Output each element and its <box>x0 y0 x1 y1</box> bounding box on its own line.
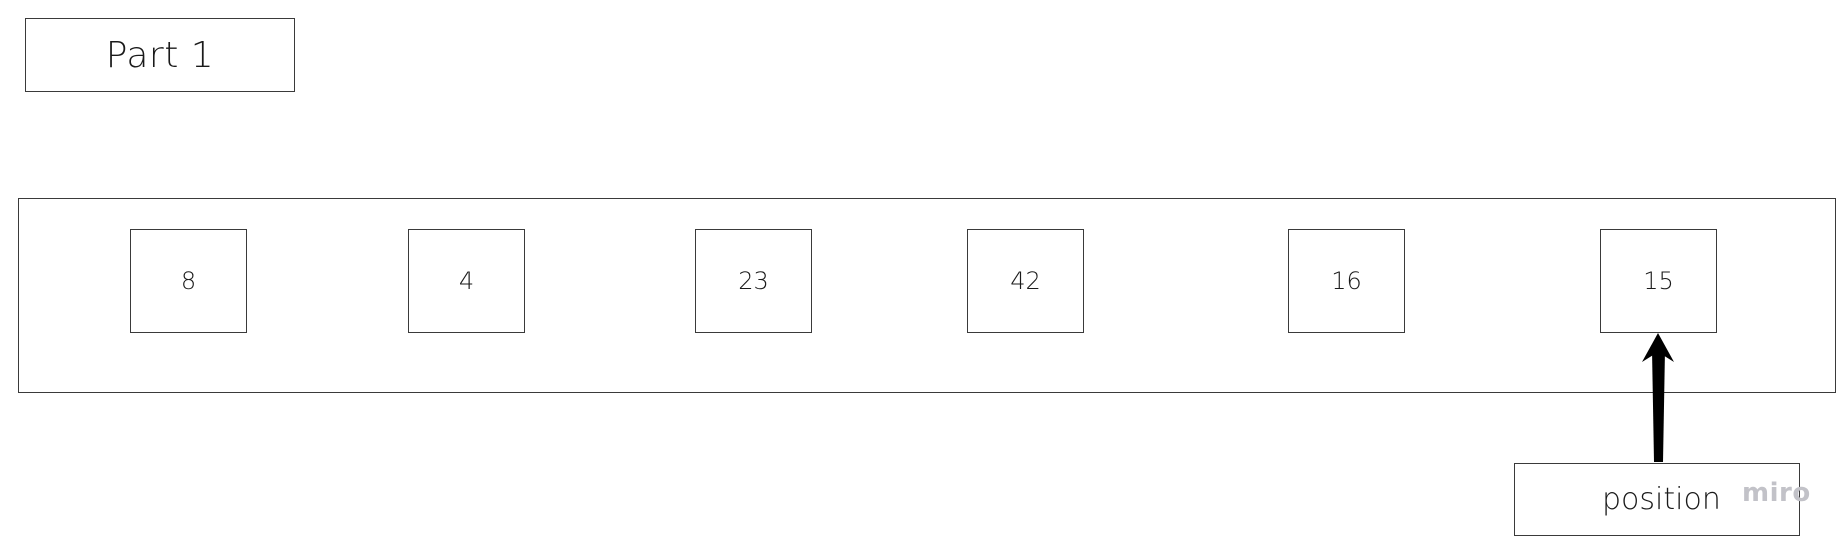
array-cell-value: 16 <box>1331 267 1362 295</box>
array-cell-value: 42 <box>1010 267 1041 295</box>
array-cell-value: 8 <box>180 267 197 295</box>
part-title: Part 1 <box>105 34 215 76</box>
array-container <box>18 198 1836 393</box>
array-cell-3: 42 <box>967 229 1084 333</box>
array-cell-0: 8 <box>130 229 247 333</box>
array-cell-2: 23 <box>695 229 812 333</box>
array-cell-value: 4 <box>458 267 475 295</box>
position-pointer-box: position <box>1514 463 1800 536</box>
array-cell-value: 15 <box>1643 267 1674 295</box>
array-cell-4: 16 <box>1288 229 1405 333</box>
array-cell-5: 15 <box>1600 229 1717 333</box>
part-title-box: Part 1 <box>25 18 295 92</box>
array-cell-value: 23 <box>738 267 769 295</box>
array-cell-1: 4 <box>408 229 525 333</box>
position-label: position <box>1602 482 1721 517</box>
miro-watermark-logo: miro <box>1742 478 1811 508</box>
